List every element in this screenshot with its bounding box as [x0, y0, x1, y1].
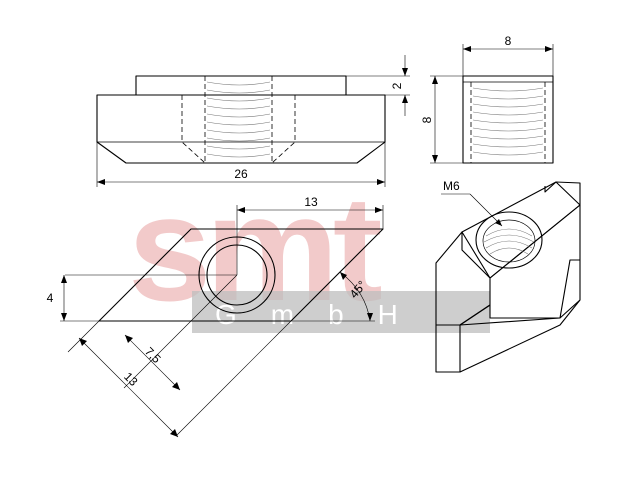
dim-top-width-label: 13 [304, 195, 318, 209]
dim-hole-offset-label: 7,5 [142, 344, 164, 366]
dim-side-height-label: 8 [420, 116, 434, 123]
dim-top-width: 13 [65, 195, 384, 276]
dim-total-length-label: 26 [234, 167, 248, 181]
dim-angle: 45° [291, 271, 375, 322]
thread-label: M6 [443, 179, 460, 193]
dim-side-width: 8 [462, 34, 554, 76]
dim-left-height-label: 4 [47, 291, 54, 305]
side-view [462, 75, 554, 164]
dim-side-width-label: 8 [505, 34, 512, 48]
dim-side-height: 8 [420, 75, 463, 164]
dim-left-height: 4 [47, 275, 99, 322]
dim-bottom-length-label: 13 [121, 369, 141, 389]
dim-top-height: 2 [346, 55, 410, 116]
dim-total-length: 26 [96, 142, 386, 187]
dim-top-height-label: 2 [390, 82, 404, 89]
front-thread [204, 76, 273, 163]
watermark-band [192, 291, 490, 333]
thread-callout: M6 [441, 179, 503, 227]
dim-bottom-length: 13 [78, 320, 292, 438]
iso-view [435, 181, 581, 373]
front-view [96, 75, 386, 164]
